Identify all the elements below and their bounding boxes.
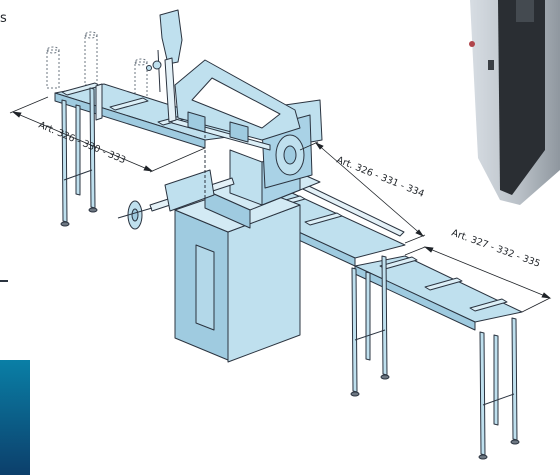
cropped-text-fragment: s	[0, 11, 7, 26]
label-right-table-far: Art. 327 - 332 - 335	[450, 227, 542, 269]
bandsaw-machine	[117, 9, 323, 363]
blue-panel-fragment	[0, 360, 30, 475]
dimension-lines	[9, 96, 552, 313]
label-left-table: Art. 326 - 330 - 333	[37, 120, 127, 167]
left-roller-table	[46, 31, 259, 227]
label-right-table-near: Art. 326 - 331 - 334	[335, 155, 426, 200]
product-photo-fragment	[469, 0, 560, 205]
